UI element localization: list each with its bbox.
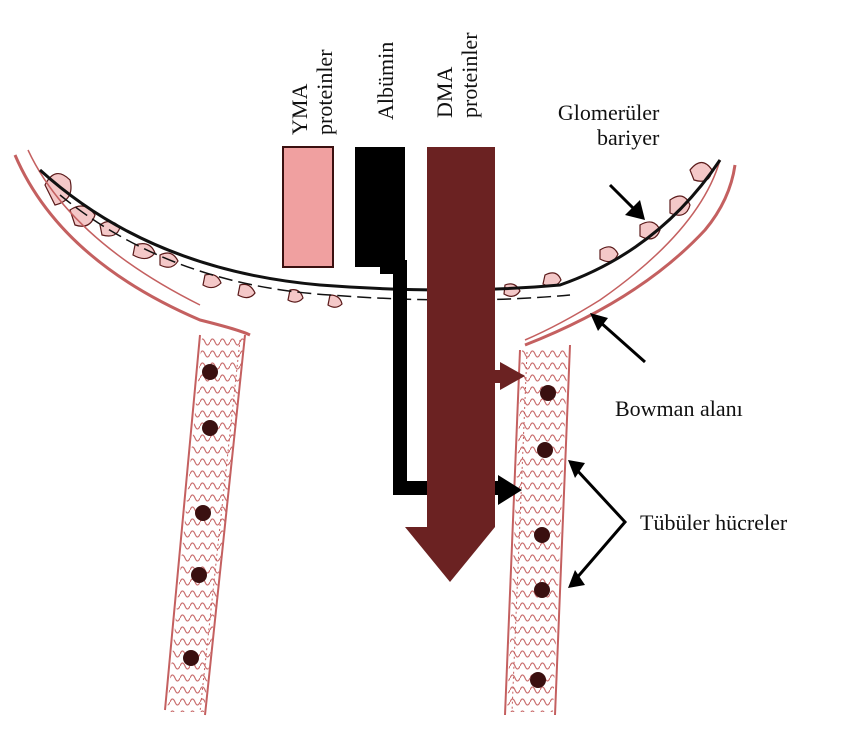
yma-protein-bar — [283, 147, 333, 267]
bowman-space-label: Bowman alanı — [615, 396, 743, 421]
dma-protein-path — [405, 147, 525, 582]
tubular-cells-label: Tübüler hücreler — [640, 510, 787, 535]
yma-label: YMA proteinler — [287, 49, 338, 135]
tubular-cells-arrow — [568, 460, 625, 588]
bowman-space-arrow — [590, 313, 645, 362]
dma-label: DMA proteinler — [432, 32, 483, 118]
albumin-label: Albümin — [373, 42, 398, 120]
glomerular-barrier-label: Glomerüler bariyer — [542, 100, 659, 151]
glomerular-barrier-arrow — [610, 185, 645, 220]
right-tubule — [505, 345, 570, 715]
left-tubule — [165, 335, 245, 715]
